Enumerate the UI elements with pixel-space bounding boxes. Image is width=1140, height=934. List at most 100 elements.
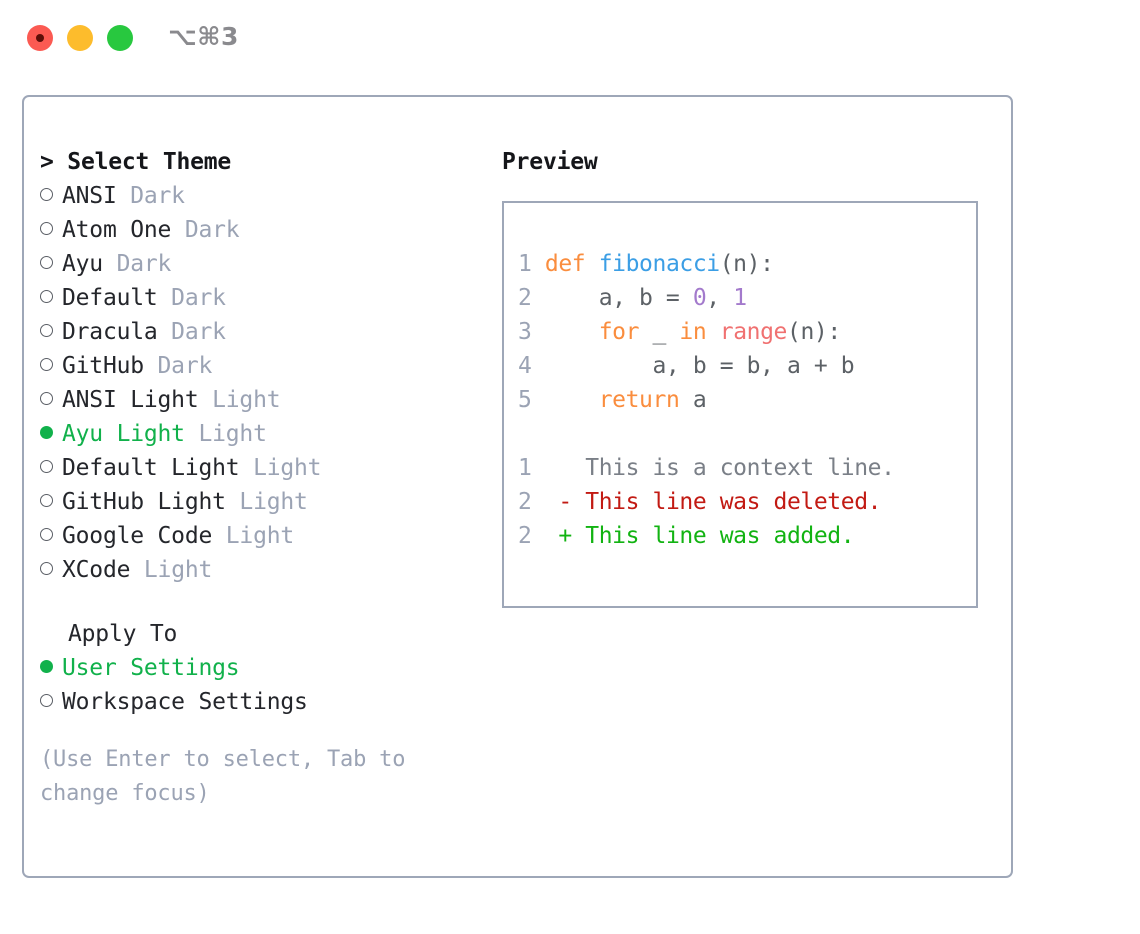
diff-sign	[558, 455, 571, 481]
theme-option-github[interactable]: GitHub Dark	[40, 349, 480, 383]
code-token-punc: (n):	[787, 319, 841, 345]
code-token-txt: _	[639, 319, 680, 345]
code-token-txt: a, b = b, a + b	[544, 353, 855, 379]
spacer	[40, 719, 480, 743]
theme-option-kind: Dark	[116, 183, 185, 209]
traffic-lights	[27, 25, 133, 51]
theme-option-dracula[interactable]: Dracula Dark	[40, 315, 480, 349]
code-token-txt: a, b =	[544, 285, 693, 311]
radio-unselected-icon	[40, 281, 62, 315]
theme-option-default-light[interactable]: Default Light Light	[40, 451, 480, 485]
theme-option-label: Dracula	[62, 319, 158, 345]
theme-option-ayu-light[interactable]: Ayu Light Light	[40, 417, 480, 451]
radio-unselected-icon	[40, 247, 62, 281]
diff-line: 2 - This line was deleted.	[518, 485, 895, 519]
radio-unselected-icon	[40, 179, 62, 213]
theme-option-github-light[interactable]: GitHub Light Light	[40, 485, 480, 519]
apply-to-option-label: Workspace Settings	[62, 689, 308, 715]
theme-option-label: Ayu	[62, 251, 103, 277]
code-token-kw: in	[679, 319, 707, 345]
zoom-button-icon[interactable]	[107, 25, 133, 51]
theme-option-label: ANSI Light	[62, 387, 199, 413]
theme-option-kind: Light	[130, 557, 213, 583]
code-token-txt: ,	[706, 285, 734, 311]
theme-option-kind: Light	[212, 523, 295, 549]
gutter-space	[531, 387, 544, 413]
code-token-kw: return	[598, 387, 680, 413]
code-token-kw: def	[544, 251, 599, 277]
code-line: 2 a, b = 0, 1	[518, 281, 854, 315]
diff-text: This line was added.	[571, 523, 855, 549]
theme-option-kind: Light	[225, 489, 308, 515]
diff-line: 1 This is a context line.	[518, 451, 895, 485]
radio-unselected-icon	[40, 519, 62, 553]
theme-option-xcode[interactable]: XCode Light	[40, 553, 480, 587]
code-token-txt	[706, 319, 719, 345]
theme-option-google-code[interactable]: Google Code Light	[40, 519, 480, 553]
radio-selected-icon	[40, 417, 62, 451]
code-token-num: 1	[733, 285, 747, 311]
diff-text: This is a context line.	[571, 455, 895, 481]
preview-heading: Preview	[502, 149, 598, 175]
radio-unselected-icon	[40, 349, 62, 383]
code-line: 3 for _ in range(n):	[518, 315, 854, 349]
diff-sign: -	[558, 489, 572, 515]
apply-to-option-user-settings[interactable]: User Settings	[40, 651, 480, 685]
theme-option-ayu[interactable]: Ayu Dark	[40, 247, 480, 281]
code-line-number: 3	[518, 319, 532, 345]
gutter-space	[531, 523, 558, 549]
theme-option-kind: Dark	[171, 217, 240, 243]
theme-option-ansi[interactable]: ANSI Dark	[40, 179, 480, 213]
radio-selected-icon	[40, 651, 62, 685]
diff-line-number: 2	[518, 523, 532, 549]
theme-option-kind: Dark	[143, 353, 213, 379]
code-line: 4 a, b = b, a + b	[518, 349, 855, 383]
spacer	[40, 587, 480, 617]
preview-column: Preview 1 def fibonacci(n):2 a, b = 0, 1…	[502, 145, 992, 608]
diff-sign: +	[558, 523, 572, 549]
radio-unselected-icon	[40, 213, 62, 247]
theme-option-kind: Light	[239, 455, 322, 481]
theme-option-label: GitHub Light	[62, 489, 226, 515]
code-token-call: range	[719, 319, 788, 345]
select-theme-heading: > Select Theme	[40, 149, 232, 175]
radio-unselected-icon	[40, 383, 62, 417]
apply-to-title: Apply To	[68, 621, 178, 647]
code-token-txt: a	[679, 387, 707, 413]
apply-to-option-workspace-settings[interactable]: Workspace Settings	[40, 685, 480, 719]
code-line-number: 5	[518, 387, 532, 413]
code-line-number: 2	[518, 285, 532, 311]
radio-unselected-icon	[40, 485, 62, 519]
diff-line-number: 2	[518, 489, 532, 515]
code-line-number: 4	[518, 353, 532, 379]
theme-option-label: Atom One	[62, 217, 172, 243]
theme-option-label: Google Code	[62, 523, 213, 549]
gutter-space	[531, 319, 544, 345]
keyboard-hint-text: (Use Enter to select, Tab to change focu…	[40, 747, 406, 806]
code-line: 5 return a	[518, 383, 854, 417]
minimize-button-icon[interactable]	[67, 25, 93, 51]
theme-option-ansi-light[interactable]: ANSI Light Light	[40, 383, 480, 417]
code-line-number: 1	[518, 251, 532, 277]
close-button-icon[interactable]	[27, 25, 53, 51]
theme-option-kind: Dark	[157, 285, 226, 311]
diff-line-number: 1	[518, 455, 532, 481]
keyboard-shortcut-label: ⌥⌘3	[168, 22, 239, 51]
theme-option-label: GitHub	[62, 353, 144, 379]
theme-option-atom-one[interactable]: Atom One Dark	[40, 213, 480, 247]
diff-sample: 1 This is a context line.2 - This line w…	[518, 451, 895, 553]
theme-option-default[interactable]: Default Dark	[40, 281, 480, 315]
code-token-kw: for	[598, 319, 640, 345]
title-bar: ⌥⌘3	[0, 0, 1140, 78]
theme-option-label: ANSI	[62, 183, 117, 209]
diff-text: This line was deleted.	[571, 489, 882, 515]
radio-unselected-icon	[40, 553, 62, 587]
gutter-space	[531, 251, 544, 277]
